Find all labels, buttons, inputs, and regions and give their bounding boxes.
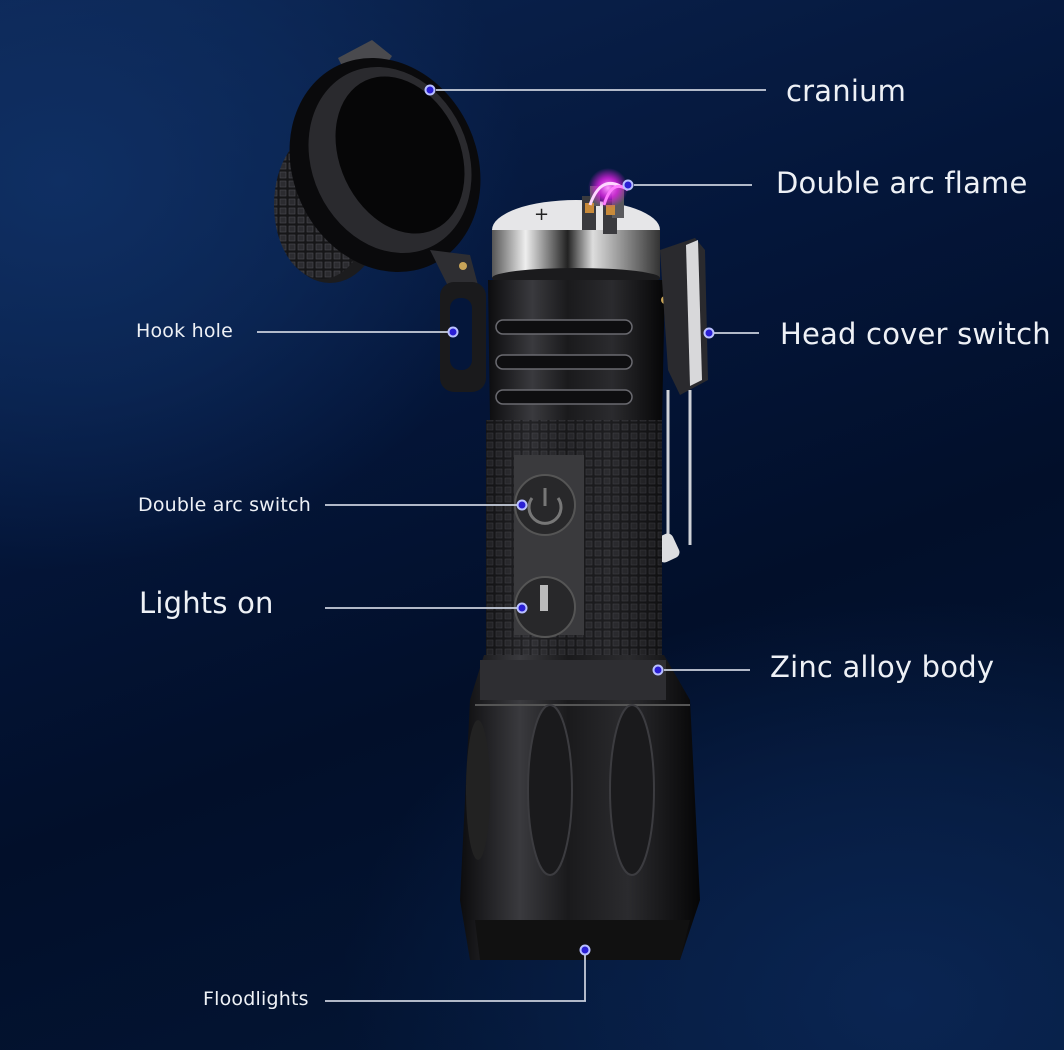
hook-hole-bracket [440,282,486,392]
cranium-cap [274,40,481,290]
double-arc-switch-callout-dot [516,499,528,511]
double-arc-flame-leader-line [634,184,752,186]
double-arc-switch-leader-line [325,504,517,506]
knurled-grip [486,420,662,656]
floodlights-callout-dot [579,944,591,956]
head-cover-switch-label: Head cover switch [780,317,1051,351]
zinc-alloy-body-callout-dot [652,664,664,676]
hook-hole-callout-dot [447,326,459,338]
head: + [492,168,660,288]
cranium-label: cranium [786,74,907,108]
upper-body [488,280,669,420]
lights-on-leader-line [325,607,517,609]
head-cover-switch-clip [652,238,708,563]
head-cover-switch-leader-line [714,332,759,334]
hook-hole-leader-line [257,331,449,333]
svg-text:+: + [534,204,549,225]
double-arc-switch-label: Double arc switch [138,494,311,516]
floodlights-label: Floodlights [203,988,309,1010]
cranium-callout-dot [424,84,436,96]
floodlights-leader-line [325,1000,586,1002]
lights-on-callout-dot [516,602,528,614]
hook-hole-label: Hook hole [136,320,234,342]
bezel [460,655,700,960]
cranium-leader-line [436,89,766,91]
zinc-alloy-body-leader-line [664,669,750,671]
head-cover-switch-callout-dot [703,327,715,339]
double-arc-flame-callout-dot [622,179,634,191]
double-arc-flame-label: Double arc flame [776,166,1028,200]
zinc-alloy-body-label: Zinc alloy body [770,650,995,684]
floodlights-vertical-leader-line [584,955,586,1001]
lights-on-label: Lights on [139,586,274,620]
